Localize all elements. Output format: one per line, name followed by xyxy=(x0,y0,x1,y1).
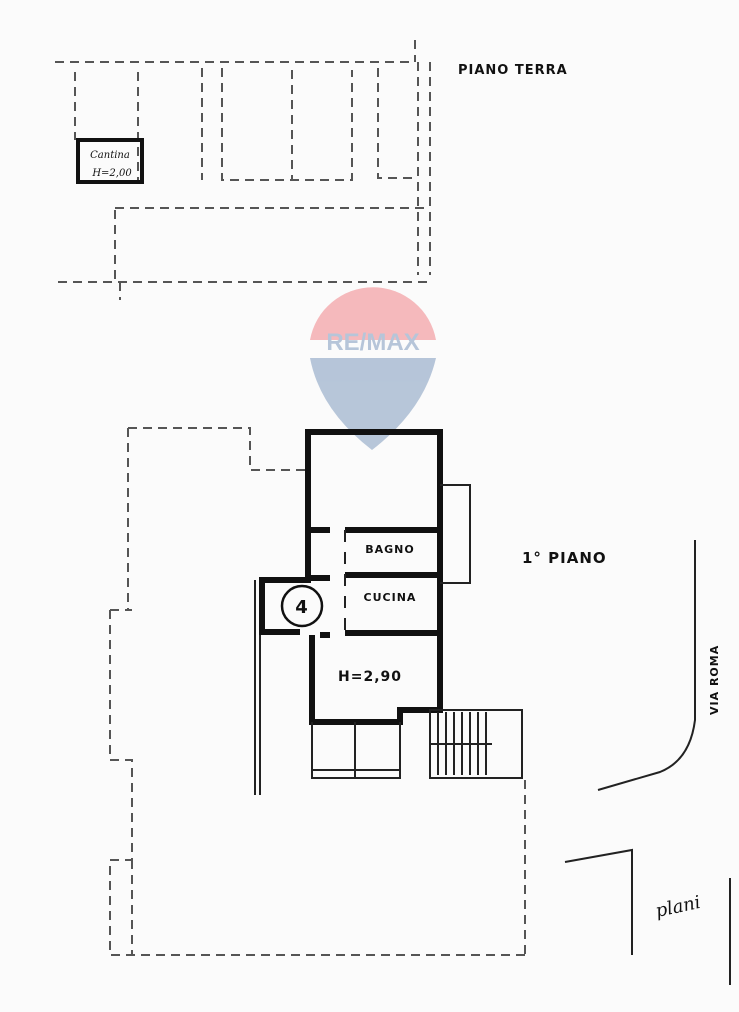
first-floor-title: 1° PIANO xyxy=(522,549,607,567)
cellar-height: H=2,00 xyxy=(91,168,132,179)
street-lines xyxy=(564,540,731,985)
apartment-walls xyxy=(259,429,523,779)
remax-watermark: RE/MAX xyxy=(310,287,436,450)
ceiling-height: H=2,90 xyxy=(338,669,402,685)
unit-number-circle xyxy=(280,584,324,628)
handwritten-note: plani xyxy=(654,892,703,922)
cellar-label: Cantina xyxy=(90,150,130,161)
room-label-kitchen: CUCINA xyxy=(364,591,417,604)
ground-floor-title: PIANO TERRA xyxy=(458,63,568,78)
street-name: VIA ROMA xyxy=(708,645,721,715)
unit-number: 4 xyxy=(295,597,309,618)
balloon-bottom xyxy=(310,358,436,450)
balloon-top xyxy=(310,287,436,340)
room-label-bathroom: BAGNO xyxy=(365,543,414,556)
cellar-box xyxy=(76,138,144,184)
remax-logo-text: RE/MAX xyxy=(326,329,419,356)
ground-floor-outline: Cantina H=2,00 xyxy=(55,40,432,300)
first-floor-surroundings xyxy=(109,427,526,956)
